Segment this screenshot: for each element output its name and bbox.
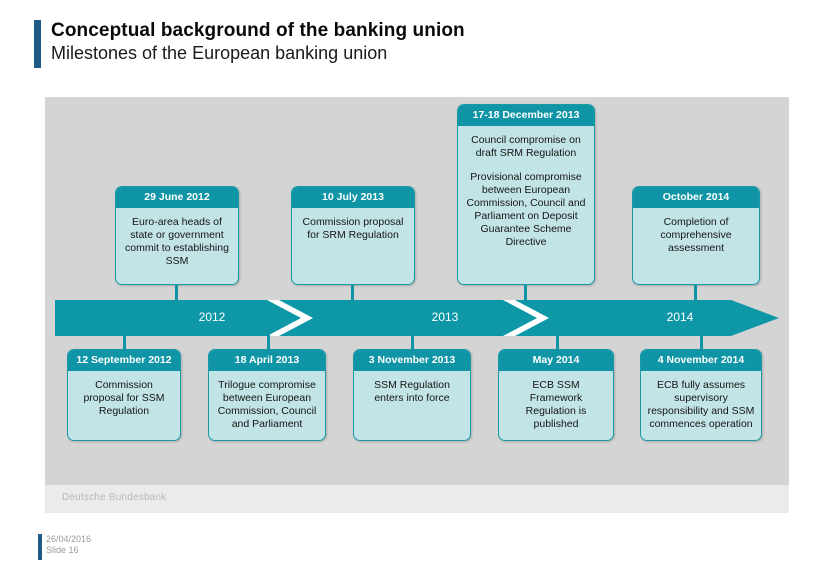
title-subtitle: Milestones of the European banking union (51, 43, 388, 63)
title-main: Conceptual background of the banking uni… (51, 20, 465, 41)
milestone-paragraph: ECB SSM Framework Regulation is publishe… (525, 379, 587, 430)
milestone-paragraph: Provisional compromise between European … (466, 171, 586, 248)
timeline-year-2012: 2012 (198, 310, 226, 324)
milestone-date: 29 June 2012 (116, 187, 238, 208)
milestone-body: Council compromise on draft SRM Regulati… (458, 126, 594, 257)
milestone-body: ECB SSM Framework Regulation is publishe… (499, 371, 613, 439)
milestone-body: Commission proposal for SRM Regulation (292, 208, 414, 250)
connector-stem-below-4 (556, 332, 559, 354)
timeline-arrow-shape (55, 300, 779, 336)
connector-stem-below-5 (700, 332, 703, 354)
timeline-year-2013: 2013 (431, 310, 459, 324)
slide-number: Slide 16 (46, 545, 79, 555)
milestone-box-below-5[interactable]: 4 November 2014 ECB fully assumes superv… (640, 349, 762, 441)
timeline-year-2014: 2014 (666, 310, 694, 324)
connector-stem-below-2 (267, 332, 270, 354)
milestone-box-below-4[interactable]: May 2014 ECB SSM Framework Regulation is… (498, 349, 614, 441)
milestone-paragraph: Commission proposal for SRM Regulation (302, 216, 404, 241)
milestone-paragraph: Trilogue compromise between European Com… (217, 379, 317, 430)
milestone-date: 12 September 2012 (68, 350, 180, 371)
milestone-date: October 2014 (633, 187, 759, 208)
milestone-date: 10 July 2013 (292, 187, 414, 208)
milestone-box-above-3[interactable]: 17-18 December 2013 Council compromise o… (457, 104, 595, 285)
timeline-arrow: 2012 2013 2014 (55, 300, 779, 336)
milestone-date: 17-18 December 2013 (458, 105, 594, 126)
milestone-paragraph: SSM Regulation enters into force (374, 379, 450, 404)
slide-date: 26/04/2016 (46, 534, 92, 544)
milestone-date: 4 November 2014 (641, 350, 761, 371)
milestone-paragraph: ECB fully assumes supervisory responsibi… (647, 379, 755, 430)
milestone-box-below-2[interactable]: 18 April 2013 Trilogue compromise betwee… (208, 349, 326, 441)
slide-meta-accent-bar (38, 534, 42, 560)
milestone-body: Trilogue compromise between European Com… (209, 371, 325, 439)
milestone-paragraph: Council compromise on draft SRM Regulati… (471, 134, 581, 159)
milestone-box-below-3[interactable]: 3 November 2013 SSM Regulation enters in… (353, 349, 471, 441)
milestone-body: ECB fully assumes supervisory responsibi… (641, 371, 761, 439)
milestone-box-above-4[interactable]: October 2014 Completion of comprehensive… (632, 186, 760, 285)
milestone-box-above-2[interactable]: 10 July 2013 Commission proposal for SRM… (291, 186, 415, 285)
milestone-box-below-1[interactable]: 12 September 2012 Commission proposal fo… (67, 349, 181, 441)
milestone-body: Euro-area heads of state or government c… (116, 208, 238, 276)
milestone-paragraph: Commission proposal for SSM Regulation (83, 379, 165, 417)
connector-stem-above-1 (175, 285, 178, 311)
diagram-canvas: 29 June 2012 Euro-area heads of state or… (45, 97, 789, 485)
milestone-body: Commission proposal for SSM Regulation (68, 371, 180, 426)
connector-stem-above-2 (351, 285, 354, 311)
milestone-box-above-1[interactable]: 29 June 2012 Euro-area heads of state or… (115, 186, 239, 285)
milestone-paragraph: Completion of comprehensive assessment (660, 216, 732, 254)
milestone-paragraph: Euro-area heads of state or government c… (125, 216, 229, 267)
connector-stem-above-4 (694, 285, 697, 311)
slide-meta: 26/04/2016 Slide 16 (38, 534, 91, 560)
title-accent-bar (34, 20, 41, 68)
footer-band: Deutsche Bundesbank (45, 485, 789, 513)
milestone-body: Completion of comprehensive assessment (633, 208, 759, 263)
page-title: Conceptual background of the banking uni… (34, 20, 794, 74)
milestone-date: May 2014 (499, 350, 613, 371)
connector-stem-above-3 (524, 285, 527, 311)
milestone-date: 3 November 2013 (354, 350, 470, 371)
connector-stem-below-3 (411, 332, 414, 354)
slide-meta-lines: 26/04/2016 Slide 16 (46, 534, 91, 556)
milestone-body: SSM Regulation enters into force (354, 371, 470, 413)
connector-stem-below-1 (123, 332, 126, 354)
milestone-date: 18 April 2013 (209, 350, 325, 371)
title-text-group: Conceptual background of the banking uni… (51, 20, 465, 64)
footer-organisation: Deutsche Bundesbank (62, 492, 167, 503)
